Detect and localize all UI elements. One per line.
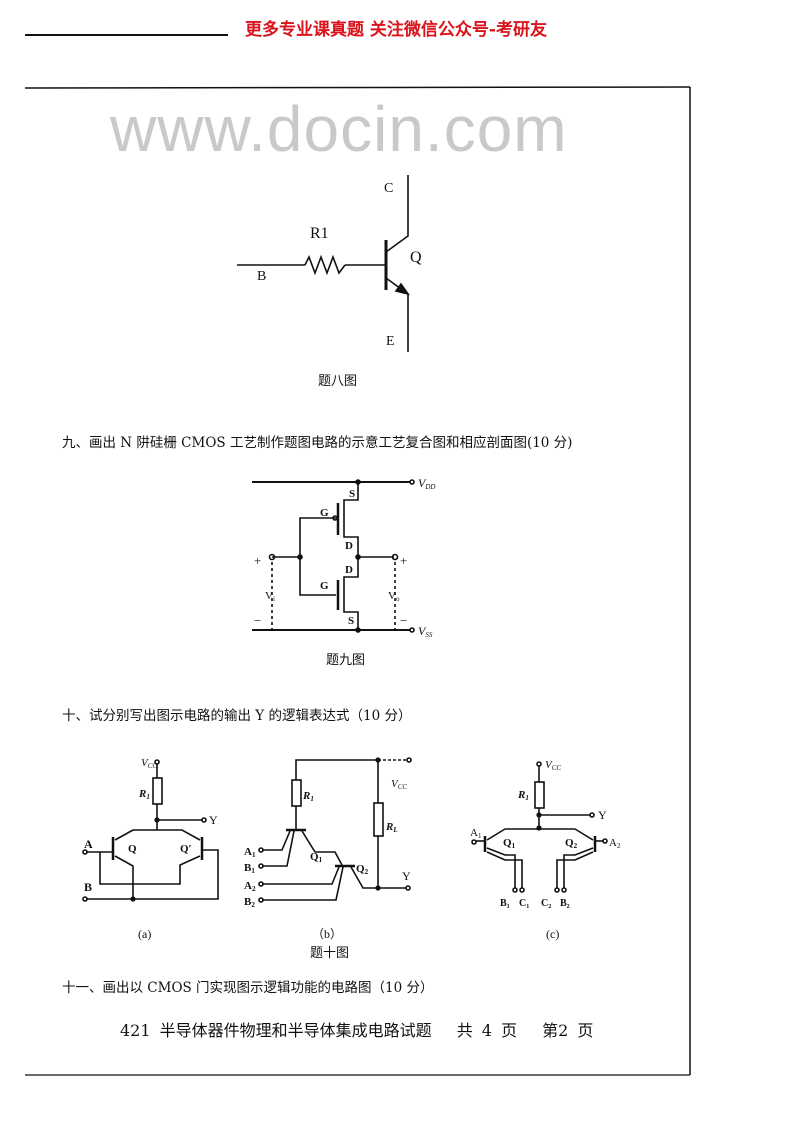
figure10a-circuit: VCC R1 Y A B Q Q′ (a) [82,757,219,941]
label-vo: Vo [388,590,400,603]
watermark: www.docin.com [110,93,568,165]
label-G-bottom: G [320,580,329,592]
label-A-a: A [84,837,93,851]
label-R1: R1 [310,225,329,242]
label-rl-b: RL [385,821,398,834]
figure9-caption: 题九图 [326,652,365,667]
label-S-top: S [349,488,355,500]
label-vdd: VDD [418,476,435,491]
label-c1-c: C1 [519,898,529,910]
label-q-a: Q [128,843,137,855]
label-y-c: Y [598,808,607,822]
label-a2-c: A2 [609,837,621,850]
question-11: 十一、画出以 CMOS 门实现图示逻辑功能的电路图（10 分） [62,980,434,996]
question-9: 九、画出 N 阱硅栅 CMOS 工艺制作题图电路的示意工艺复合图和相应剖面图(1… [62,435,573,451]
label-B: B [257,269,266,284]
label-q2-c: Q2 [565,837,578,850]
label-b1-c: B1 [500,898,510,910]
label-b1-b: B1 [244,862,255,875]
label-a2-b: A2 [244,880,256,893]
label-vi: Vi [265,590,275,603]
label-y-a: Y [209,813,218,827]
label-q2-a: Q′ [180,843,192,855]
page-footer: 421 半导体器件物理和半导体集成电路试题 共 4 页 第2 页 [120,1021,594,1040]
label-r1-b: R1 [302,790,314,803]
figure10b-circuit: VCC R1 RL A1 B1 A2 B2 Q1 Q2 Y （b） [244,757,412,941]
label-a1-b: A1 [244,846,256,859]
caption-a: (a) [138,927,151,941]
figure8-transistor-circuit: C R1 B Q E 题八图 [237,175,422,388]
label-B-a: B [84,880,92,894]
figure10c-circuit: VCC R1 Y A1 A2 Q1 Q2 B1 C1 C2 B2 (c) [470,759,621,941]
label-C: C [384,181,393,196]
label-Q: Q [410,249,422,266]
label-plus-out: + [400,553,407,568]
label-q2-b: Q2 [356,863,369,876]
label-b2-c: B2 [560,898,570,910]
label-r1-a: R1 [138,788,150,801]
label-c2-c: C2 [541,898,551,910]
label-D-bottom: D [345,564,353,576]
label-vcc-b: VCC [391,778,407,791]
header-banner: 更多专业课真题 关注微信公众号-考研友 [245,20,547,40]
caption-c: (c) [546,927,559,941]
label-a1-c: A1 [470,827,482,840]
caption-b: （b） [312,927,342,941]
label-vss: VSS [418,624,433,639]
label-q1-c: Q1 [503,837,516,850]
label-vcc-c: VCC [545,759,561,772]
label-D-top: D [345,540,353,552]
label-minus-in: − [254,613,261,628]
label-minus-out: − [400,613,407,628]
question-10: 十、试分别写出图示电路的输出 Y 的逻辑表达式（10 分） [62,708,412,724]
label-y-b: Y [402,869,411,883]
figure8-caption: 题八图 [318,373,357,388]
figure9-cmos-inverter: S G D D G S + − + − Vi Vo VDD VSS 题九图 [252,476,435,667]
label-r1-c: R1 [517,789,529,802]
label-q1-b: Q1 [310,851,323,864]
page-border [24,34,691,1076]
label-plus-in: + [254,553,261,568]
label-G-top: G [320,507,329,519]
label-b2-b: B2 [244,896,255,909]
label-S-bottom: S [348,615,354,627]
figure10-caption: 题十图 [310,945,349,960]
label-vcc-a: VCC [141,757,157,770]
label-E: E [386,334,395,349]
